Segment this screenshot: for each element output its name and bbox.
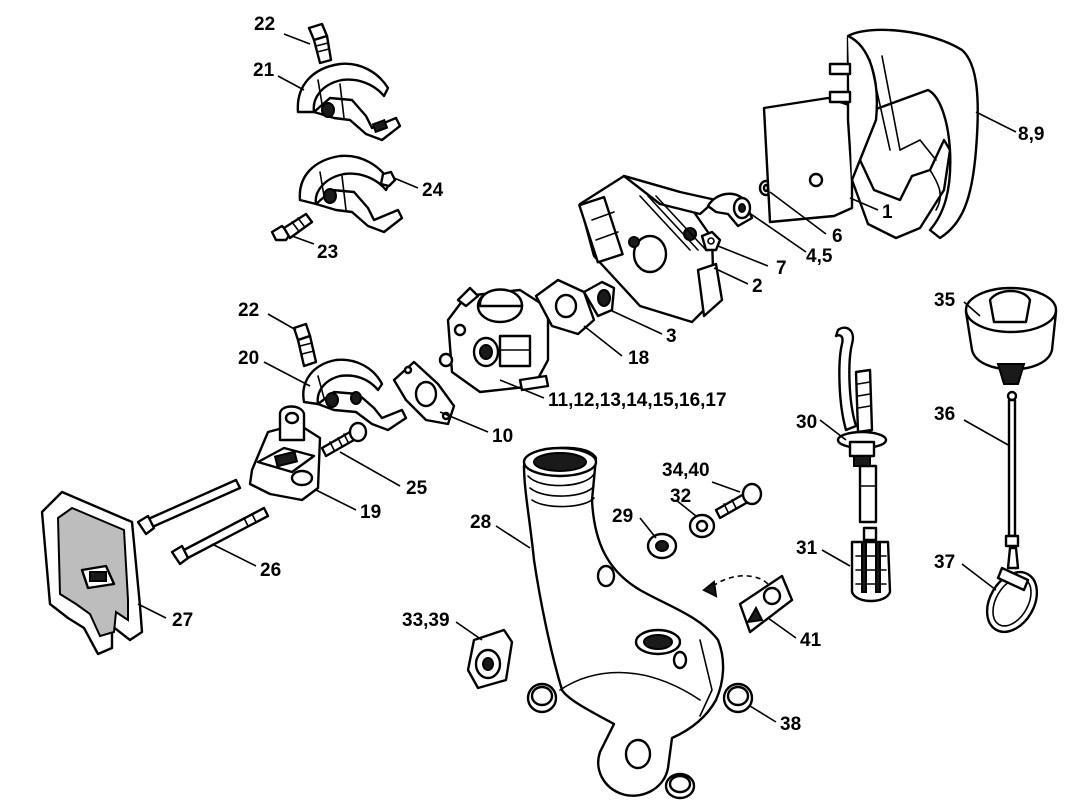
part-3-choke (582, 280, 616, 318)
part-4-5-actuator (706, 192, 754, 228)
part-1-filter (762, 96, 854, 224)
part-29-grommet (646, 532, 678, 560)
part-30-fuel-line (834, 326, 888, 524)
callout-8-9: 8,9 (1018, 124, 1044, 145)
part-8-9-cover (828, 28, 979, 240)
part-32-spacer (688, 513, 716, 539)
callout-23: 23 (317, 242, 338, 263)
part-34-40-screw (714, 482, 763, 520)
part-38-grommet-c (664, 772, 696, 800)
callout-30: 30 (796, 412, 817, 433)
part-2-filter-base (578, 174, 724, 324)
callout-37: 37 (934, 552, 955, 573)
part-38-grommet-a (526, 682, 558, 714)
callout-3: 3 (666, 326, 677, 347)
part-37-loop (985, 546, 1039, 634)
part-26-bolt-b (170, 506, 270, 566)
part-7-nut (700, 230, 722, 252)
callout-labels: 22 21 24 23 22 20 25 19 26 27 18 3 2 7 4… (172, 14, 1044, 735)
part-31-fuel-filter (850, 526, 892, 603)
part-19-manifold (248, 405, 322, 502)
part-11-17-carburetor (438, 286, 550, 394)
part-36-rod (1004, 390, 1020, 548)
callout-22-top: 22 (254, 14, 275, 35)
callout-26: 26 (260, 560, 281, 581)
part-38-grommet-b (722, 682, 754, 714)
part-shroud-lower (298, 154, 404, 234)
callout-4-5: 4,5 (806, 246, 833, 267)
callout-33-39: 33,39 (402, 610, 450, 631)
part-23-screw (270, 212, 314, 242)
callout-6: 6 (832, 226, 843, 247)
callout-2: 2 (752, 276, 763, 297)
callout-11-17: 11,12,13,14,15,16,17 (548, 390, 727, 411)
callout-7: 7 (776, 258, 787, 279)
part-28-housing (522, 446, 725, 797)
callout-24: 24 (422, 180, 444, 201)
callout-29: 29 (612, 506, 633, 527)
callout-27: 27 (172, 610, 193, 631)
part-22-screw-top (307, 22, 333, 65)
callout-32: 32 (670, 486, 691, 507)
part-27-heat-shield (40, 490, 144, 656)
part-22-screw-mid (292, 322, 318, 368)
part-41-label (702, 574, 794, 634)
callout-1: 1 (882, 202, 893, 223)
callout-21: 21 (253, 60, 275, 81)
callout-19: 19 (360, 502, 381, 523)
part-35-fuel-cap (964, 286, 1058, 385)
callout-22-mid: 22 (238, 300, 259, 321)
callout-38: 38 (780, 714, 801, 735)
callout-10: 10 (492, 426, 513, 447)
part-33-39-damper (466, 628, 514, 690)
callout-36: 36 (934, 404, 955, 425)
callout-18: 18 (628, 348, 649, 369)
callout-35: 35 (934, 290, 956, 311)
callout-25: 25 (406, 478, 428, 499)
callout-31: 31 (796, 538, 818, 559)
part-24-nut (379, 170, 397, 188)
callout-34-40: 34,40 (662, 460, 710, 481)
part-25-screw (320, 421, 368, 458)
part-20-intake-shroud (302, 358, 408, 432)
leader-lines (137, 33, 1017, 723)
callout-41: 41 (800, 630, 822, 651)
callout-20: 20 (238, 348, 259, 369)
part-26-bolt-a (136, 478, 242, 536)
callout-28: 28 (470, 512, 491, 533)
part-18-gasket (534, 278, 596, 336)
part-21-shroud (296, 62, 402, 142)
